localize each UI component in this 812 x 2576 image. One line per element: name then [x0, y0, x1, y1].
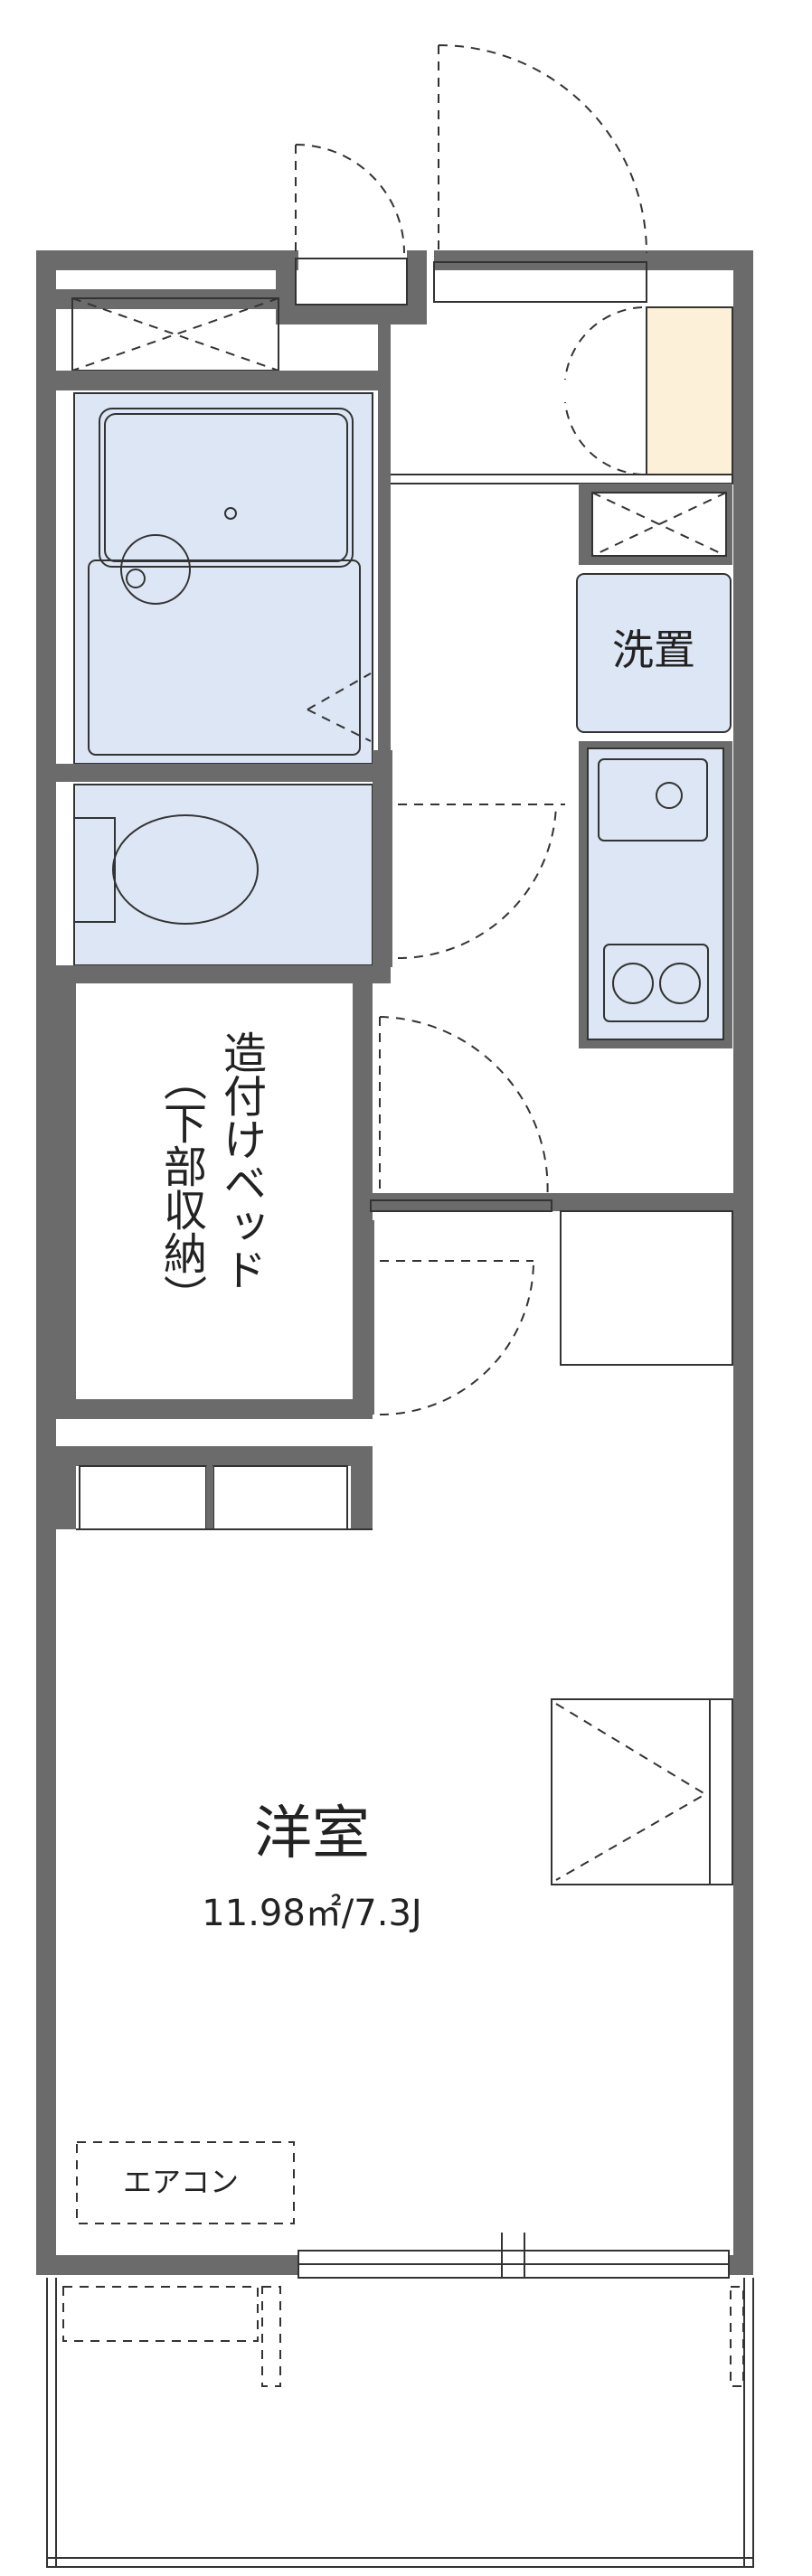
storage-cabinet [579, 484, 732, 565]
balcony-window[interactable] [297, 2233, 730, 2279]
outer-walls [36, 250, 753, 2275]
bath-zone [56, 289, 391, 782]
closet-unit [551, 1698, 733, 1885]
main-room: 洋室 11.98㎡/7.3J エアコン [76, 1698, 733, 2224]
sink-drain [656, 782, 683, 809]
hall-doors [362, 1016, 734, 1415]
shoebox-door-swing [564, 306, 643, 475]
closet-door [555, 1703, 707, 1881]
aircon-label: エアコン [123, 2165, 239, 2199]
toilet-tank [73, 817, 116, 923]
entrance-door-swing [295, 144, 405, 254]
washer-space: 洗置 [576, 573, 732, 733]
refrigerator-space [560, 1210, 733, 1366]
entrance [276, 44, 647, 324]
bath-door [307, 672, 372, 742]
balcony [46, 2278, 754, 2568]
toilet-room [56, 750, 565, 983]
kitchen-sink [598, 758, 708, 841]
aircon-outdoor-unit [62, 2286, 259, 2342]
main-door-swing [438, 44, 647, 254]
washer-label: 洗置 [612, 625, 695, 674]
stove [603, 944, 709, 1022]
toilet-bowl [112, 814, 259, 925]
burner-icon [612, 963, 654, 1004]
hall-door-swing-upper [379, 1016, 549, 1203]
wash-area [88, 559, 361, 756]
washbasin [120, 534, 191, 605]
room-name: 洋室 [254, 1800, 370, 1867]
hall-door-swing-lower [379, 1260, 534, 1415]
toilet-door-swing [397, 804, 565, 959]
kitchen [579, 741, 732, 1048]
bathtub [99, 408, 354, 568]
builtin-bed: 造付けベッド （下部収納） [56, 983, 373, 1419]
bed-label-line2: （下部収納） [156, 1058, 206, 1318]
burner-icon [659, 963, 701, 1004]
closet [56, 1446, 373, 1530]
hall-step [388, 474, 733, 484]
bath-drain [224, 507, 237, 520]
room-area: 11.98㎡/7.3J [202, 1893, 421, 1934]
aircon-unit [76, 2141, 295, 2224]
shoebox [564, 306, 733, 475]
bed-label-line1: 造付けベッド [215, 1030, 266, 1291]
